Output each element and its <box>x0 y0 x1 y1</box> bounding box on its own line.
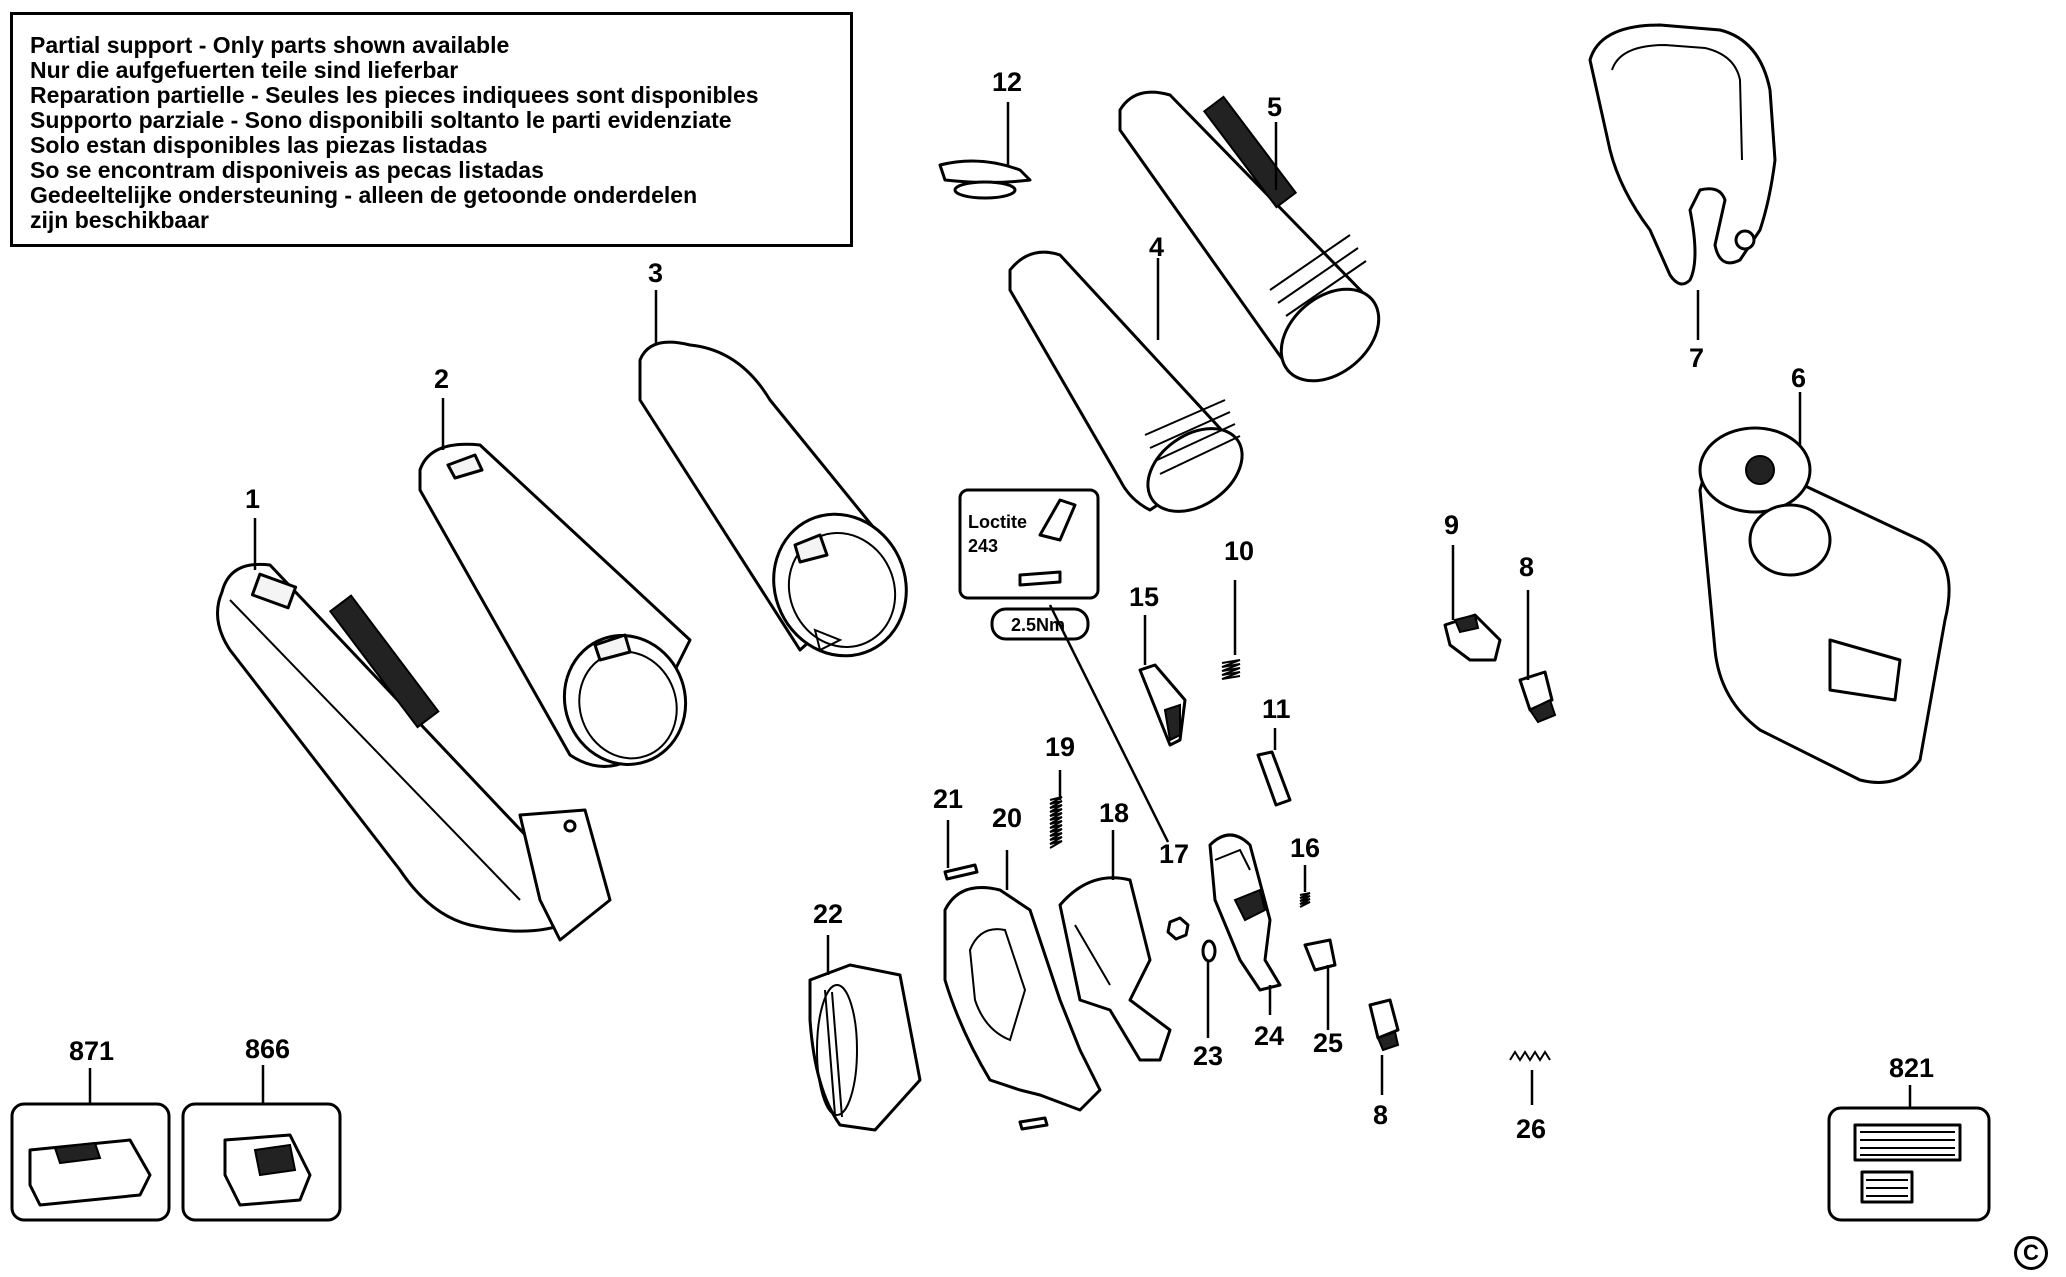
label-part-871: 871 <box>69 1036 114 1066</box>
part-17-nut <box>1166 916 1190 941</box>
part-23-washer <box>1201 939 1217 963</box>
label-part-23: 23 <box>1193 1041 1223 1071</box>
part-1-bent-nozzle <box>216 562 612 942</box>
label-part-6: 6 <box>1791 363 1806 393</box>
notice-line-es: Solo estan disponibles las piezas listad… <box>30 132 488 158</box>
part-866-battery <box>181 1102 342 1222</box>
loctite-callout: Loctite 243 2.5Nm <box>958 488 1100 641</box>
part-26-spring <box>1509 1050 1551 1062</box>
part-15-lever <box>1138 663 1187 747</box>
part-8-clip-lower <box>1368 998 1400 1052</box>
part-6-collection-bag <box>1698 426 1951 784</box>
part-21-screws <box>943 863 1049 1131</box>
part-9-latch <box>1443 613 1502 662</box>
label-part-8-lower: 8 <box>1373 1100 1388 1130</box>
label-part-15: 15 <box>1129 582 1159 612</box>
label-part-7: 7 <box>1689 343 1704 373</box>
part-871-charger <box>10 1102 171 1222</box>
label-part-1: 1 <box>245 484 260 514</box>
label-part-21: 21 <box>933 784 963 814</box>
notice-line-fr: Reparation partielle - Seules les pieces… <box>30 82 759 108</box>
notice-line-en: Partial support - Only parts shown avail… <box>30 32 510 58</box>
label-part-19: 19 <box>1045 732 1075 762</box>
part-24-impeller-housing <box>1208 833 1282 992</box>
part-10-spring <box>1221 659 1241 680</box>
notice-line-de: Nur die aufgefuerten teile sind lieferba… <box>30 57 459 83</box>
label-part-10: 10 <box>1224 536 1254 566</box>
part-7-handle <box>1588 23 1777 286</box>
label-part-4: 4 <box>1149 232 1164 262</box>
leader-lines <box>88 102 1912 1108</box>
torque-label: 2.5Nm <box>1011 615 1065 635</box>
partial-support-notice: Partial support - Only parts shown avail… <box>10 12 853 247</box>
label-part-2: 2 <box>434 364 449 394</box>
label-part-16: 16 <box>1290 833 1320 863</box>
label-part-20: 20 <box>992 803 1022 833</box>
part-2-straight-tube <box>418 442 692 768</box>
notice-line-it: Supporto parziale - Sono disponibili sol… <box>30 107 732 133</box>
label-part-821: 821 <box>1889 1053 1934 1083</box>
part-number-labels: 1 2 3 4 5 6 7 8 8 9 10 11 12 15 16 17 18… <box>69 67 1934 1144</box>
part-16-spring <box>1299 892 1311 908</box>
part-11-label <box>1256 750 1292 807</box>
part-5-upper-tube <box>1118 90 1381 383</box>
part-22-ring <box>808 963 922 1132</box>
part-20-frame <box>943 886 1102 1112</box>
label-part-24: 24 <box>1254 1021 1284 1051</box>
part-4-ribbed-tube <box>1008 250 1244 513</box>
label-part-866: 866 <box>245 1034 290 1064</box>
label-part-26: 26 <box>1516 1114 1546 1144</box>
part-3-tube-end <box>638 340 908 658</box>
copyright-symbol: C <box>2014 1236 2048 1270</box>
notice-line-nl-cont: zijn beschikbaar <box>30 207 209 233</box>
label-part-8-upper: 8 <box>1519 552 1534 582</box>
label-part-3: 3 <box>648 258 663 288</box>
label-part-17: 17 <box>1159 839 1189 869</box>
label-part-9: 9 <box>1444 510 1459 540</box>
label-part-11: 11 <box>1262 694 1291 724</box>
label-part-25: 25 <box>1313 1028 1343 1058</box>
notice-line-nl: Gedeeltelijke ondersteuning - alleen de … <box>30 182 698 208</box>
part-19-spring <box>1049 796 1063 849</box>
notice-line-pt: So se encontram disponiveis as pecas lis… <box>30 157 544 183</box>
label-part-5: 5 <box>1267 92 1282 122</box>
part-12-flap <box>938 159 1032 200</box>
part-821-label-sheet <box>1827 1106 1991 1222</box>
part-8-clip-upper <box>1518 670 1557 724</box>
label-part-12: 12 <box>992 67 1022 97</box>
part-25-clip <box>1303 938 1337 972</box>
loctite-grade: 243 <box>968 536 998 556</box>
part-18-housing-half <box>1058 876 1172 1062</box>
loctite-label: Loctite <box>968 512 1027 532</box>
label-part-22: 22 <box>813 899 843 929</box>
label-part-18: 18 <box>1099 798 1129 828</box>
